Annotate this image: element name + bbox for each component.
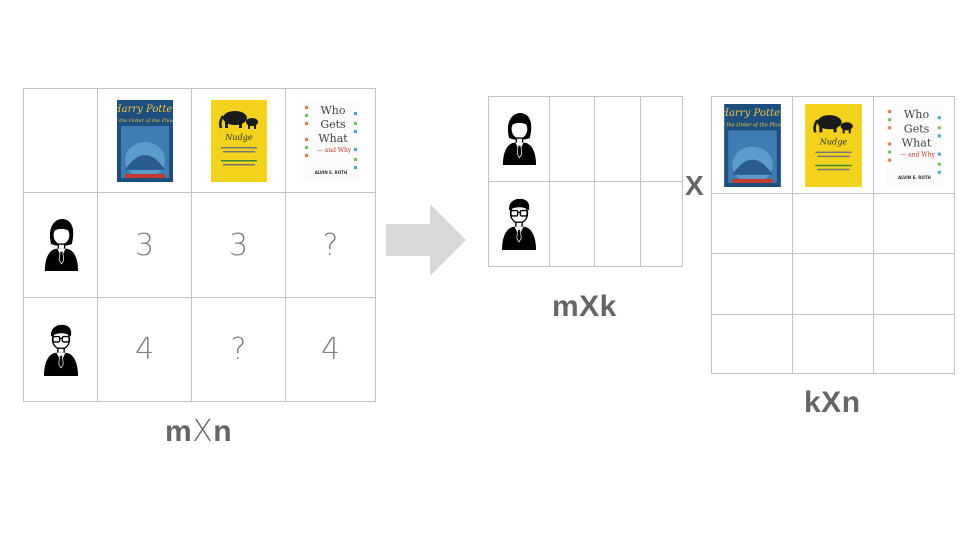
- factor-cell: [594, 181, 641, 267]
- factor-cell: [873, 253, 955, 315]
- factor-cell: [792, 253, 874, 315]
- factor-cell: [873, 314, 955, 374]
- label-times: X: [192, 414, 214, 449]
- factor-cell: [792, 314, 874, 374]
- rating-cell: ?: [285, 192, 376, 298]
- right-arrow-icon: [386, 204, 466, 276]
- book-header-cell: [873, 96, 955, 194]
- factor-cell: [640, 96, 683, 182]
- user-row-header: [23, 297, 98, 402]
- user-factor-matrix-label: mXk: [552, 290, 617, 323]
- ratings-matrix: 3 3 ? 4 ? 4: [23, 88, 376, 402]
- factor-cell: [873, 193, 955, 254]
- user-factor-matrix: [488, 96, 683, 267]
- factor-cell: [594, 96, 641, 182]
- user-row-header: [488, 96, 550, 182]
- item-factor-matrix: [711, 96, 955, 374]
- book-header-cell: [191, 88, 286, 193]
- nudge-book-cover-icon: [805, 104, 862, 187]
- rating-cell: 4: [285, 297, 376, 402]
- who-gets-what-book-cover-icon: [886, 104, 943, 187]
- matrix-corner-cell: [23, 88, 98, 193]
- book-header-cell: [97, 88, 192, 193]
- item-factor-matrix-label: kXn: [804, 386, 861, 419]
- factor-cell: [640, 181, 683, 267]
- rating-cell: ?: [191, 297, 286, 402]
- who-gets-what-book-cover-icon: [303, 100, 359, 182]
- factor-cell: [711, 253, 793, 315]
- harry-potter-book-cover-icon: [724, 104, 781, 187]
- factor-cell: [549, 181, 595, 267]
- factor-cell: [792, 193, 874, 254]
- rating-cell: 3: [191, 192, 286, 298]
- factor-cell: [549, 96, 595, 182]
- book-header-cell: [285, 88, 376, 193]
- user-row-header: [488, 181, 550, 267]
- rating-cell: 3: [97, 192, 192, 298]
- man-with-glasses-user-icon: [501, 198, 537, 250]
- label-n: n: [213, 415, 233, 448]
- ratings-matrix-label: mXn: [165, 414, 232, 449]
- user-row-header: [23, 192, 98, 298]
- man-with-glasses-user-icon: [43, 324, 79, 376]
- multiply-sign: X: [685, 170, 705, 201]
- harry-potter-book-cover-icon: [117, 100, 173, 182]
- book-header-cell: [711, 96, 793, 194]
- factor-cell: [711, 193, 793, 254]
- nudge-book-cover-icon: [211, 100, 267, 182]
- factor-cell: [711, 314, 793, 374]
- woman-user-icon: [501, 113, 537, 165]
- label-m: m: [165, 415, 193, 448]
- book-header-cell: [792, 96, 874, 194]
- rating-cell: 4: [97, 297, 192, 402]
- woman-user-icon: [43, 219, 79, 271]
